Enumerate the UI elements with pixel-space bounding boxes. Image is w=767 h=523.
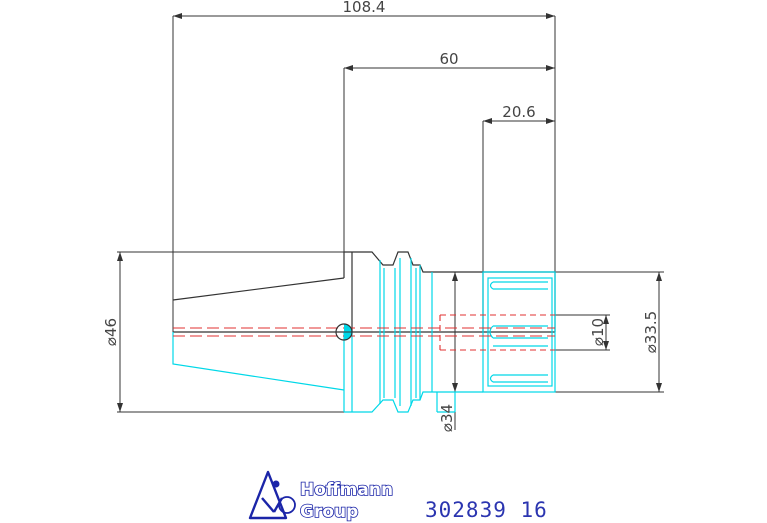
dim-mid-length: 60 [439,50,458,68]
dim-nut-diameter: ⌀33.5 [642,311,660,353]
dim-bore-diameter: ⌀10 [589,318,607,346]
logo-line-2: Group [300,502,358,522]
centre-mark [335,323,353,341]
dim-nut-length: 20.6 [502,103,535,121]
tool-section-lower [172,258,556,413]
hoffmann-logo: Hoffmann Group [248,470,394,523]
dim-overall-length: 108.4 [343,0,386,16]
dimension-arrows [117,13,662,412]
centerline [173,314,555,351]
tool-outline-upper [172,251,556,333]
dimension-lines [117,15,664,430]
part-number: 302839 16 [425,498,548,522]
dim-collar-diameter: ⌀34 [438,404,456,432]
logo-line-1: Hoffmann [300,480,393,500]
dim-flange-diameter: ⌀46 [102,318,120,346]
logo-figure-icon [248,470,296,520]
